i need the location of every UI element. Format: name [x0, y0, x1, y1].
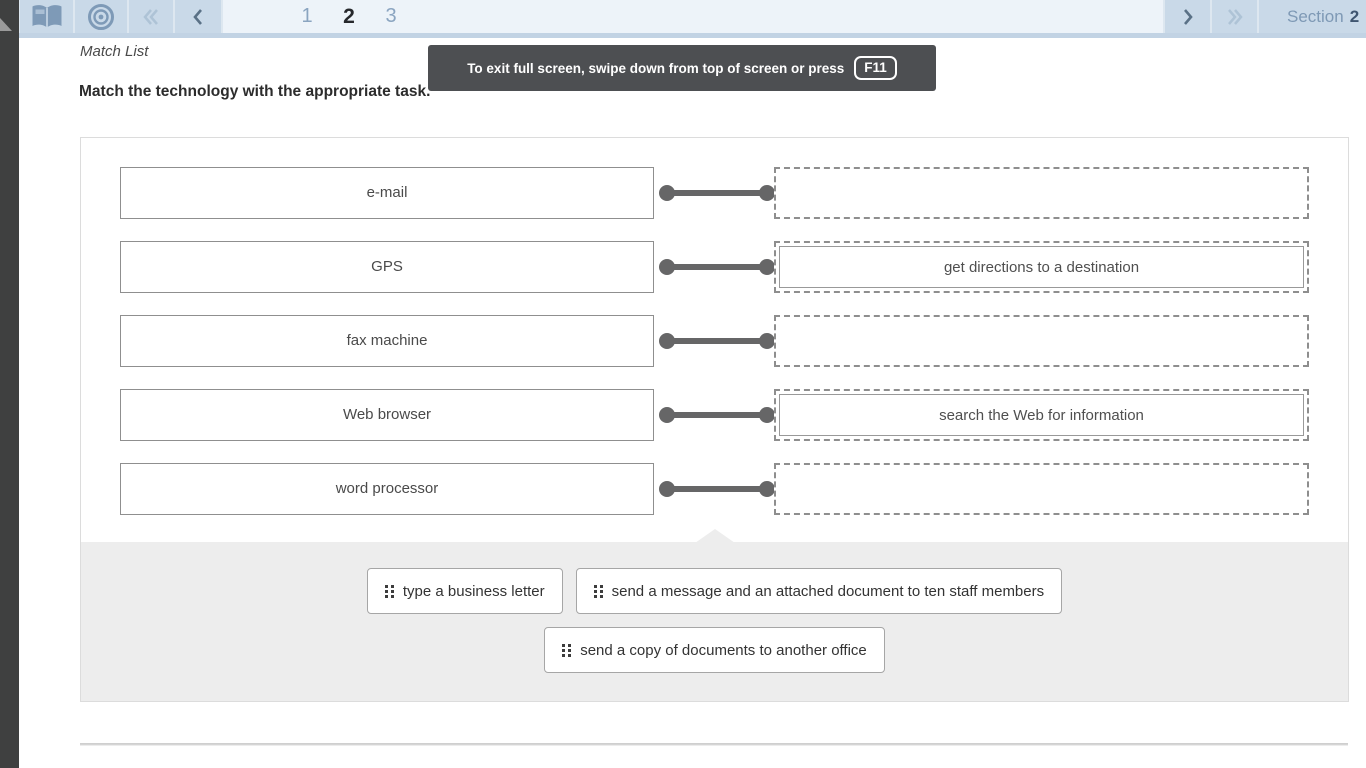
connector-dot-icon — [759, 185, 775, 201]
match-connector — [659, 315, 775, 367]
drop-zone-filled[interactable]: get directions to a destination — [774, 241, 1309, 293]
match-connector — [659, 241, 775, 293]
connector-line — [667, 486, 767, 492]
left-item-box: word processor — [120, 463, 654, 515]
question-type-label: Match List — [80, 43, 149, 60]
answer-card[interactable]: search the Web for information — [779, 394, 1304, 436]
answer-tray: type a business letter send a message an… — [81, 542, 1348, 701]
tray-row: type a business letter send a message an… — [366, 568, 1063, 614]
question-prompt: Match the technology with the appropriat… — [79, 83, 431, 100]
next-page-button[interactable] — [1165, 0, 1210, 33]
match-row: Web browser search the Web for informati… — [120, 389, 1310, 441]
option-label: send a message and an attached document … — [611, 582, 1045, 600]
double-chevron-right-icon — [1225, 7, 1245, 27]
left-item-box: Web browser — [120, 389, 654, 441]
prev-page-button[interactable] — [175, 0, 221, 33]
match-row: GPS get directions to a destination — [120, 241, 1310, 293]
drag-handle-icon — [384, 584, 394, 598]
chevron-right-icon — [1180, 7, 1196, 27]
connector-line — [667, 190, 767, 196]
draggable-option[interactable]: send a message and an attached document … — [575, 568, 1063, 614]
section-number: 2 — [1349, 6, 1360, 26]
page-2-button-active[interactable]: 2 — [343, 4, 355, 28]
open-book-icon — [30, 3, 64, 30]
double-chevron-left-icon — [141, 7, 161, 27]
chevron-left-icon — [190, 7, 206, 27]
drop-zone-empty[interactable] — [774, 315, 1309, 367]
bottom-divider — [80, 743, 1348, 746]
answer-card[interactable]: get directions to a destination — [779, 246, 1304, 288]
page-1-button[interactable]: 1 — [301, 5, 313, 27]
option-label: type a business letter — [402, 582, 545, 600]
connector-dot-icon — [759, 333, 775, 349]
connector-dot-icon — [759, 407, 775, 423]
page-list: 1 2 3 — [223, 0, 1163, 33]
first-page-button[interactable] — [129, 0, 173, 33]
match-row: word processor — [120, 463, 1310, 515]
last-page-button[interactable] — [1212, 0, 1257, 33]
page-3-button[interactable]: 3 — [385, 5, 397, 27]
left-item-box: e-mail — [120, 167, 654, 219]
connector-line — [667, 264, 767, 270]
match-row: e-mail — [120, 167, 1310, 219]
section-indicator: Section 2 — [1259, 0, 1366, 33]
section-label: Section — [1287, 6, 1344, 26]
connector-line — [667, 338, 767, 344]
option-label: send a copy of documents to another offi… — [580, 641, 867, 659]
drop-zone-filled[interactable]: search the Web for information — [774, 389, 1309, 441]
toolbar-bottom-strip — [19, 33, 1366, 38]
tray-row: send a copy of documents to another offi… — [544, 627, 885, 673]
toolbar: 1 2 3 Section 2 — [19, 0, 1366, 38]
connector-dot-icon — [759, 481, 775, 497]
match-connector — [659, 389, 775, 441]
connector-line — [667, 412, 767, 418]
bullseye-icon — [87, 3, 115, 31]
connector-dot-icon — [759, 259, 775, 275]
draggable-option[interactable]: type a business letter — [366, 568, 563, 614]
toast-message: To exit full screen, swipe down from top… — [467, 60, 845, 76]
match-row: fax machine — [120, 315, 1310, 367]
drag-handle-icon — [593, 584, 603, 598]
f11-key-badge: F11 — [854, 56, 897, 80]
left-item-box: fax machine — [120, 315, 654, 367]
drag-handle-icon — [562, 643, 572, 657]
review-button[interactable] — [75, 0, 127, 33]
left-item-box: GPS — [120, 241, 654, 293]
drop-zone-empty[interactable] — [774, 167, 1309, 219]
reference-button[interactable] — [20, 0, 73, 33]
match-panel: e-mail GPS get directions to a destinati… — [80, 137, 1349, 702]
left-edge-bar — [0, 0, 19, 768]
drop-zone-empty[interactable] — [774, 463, 1309, 515]
tray-notch — [695, 529, 735, 543]
draggable-option[interactable]: send a copy of documents to another offi… — [544, 627, 885, 673]
corner-resize-icon — [0, 18, 12, 31]
match-connector — [659, 167, 775, 219]
match-connector — [659, 463, 775, 515]
fullscreen-toast: To exit full screen, swipe down from top… — [428, 45, 936, 91]
